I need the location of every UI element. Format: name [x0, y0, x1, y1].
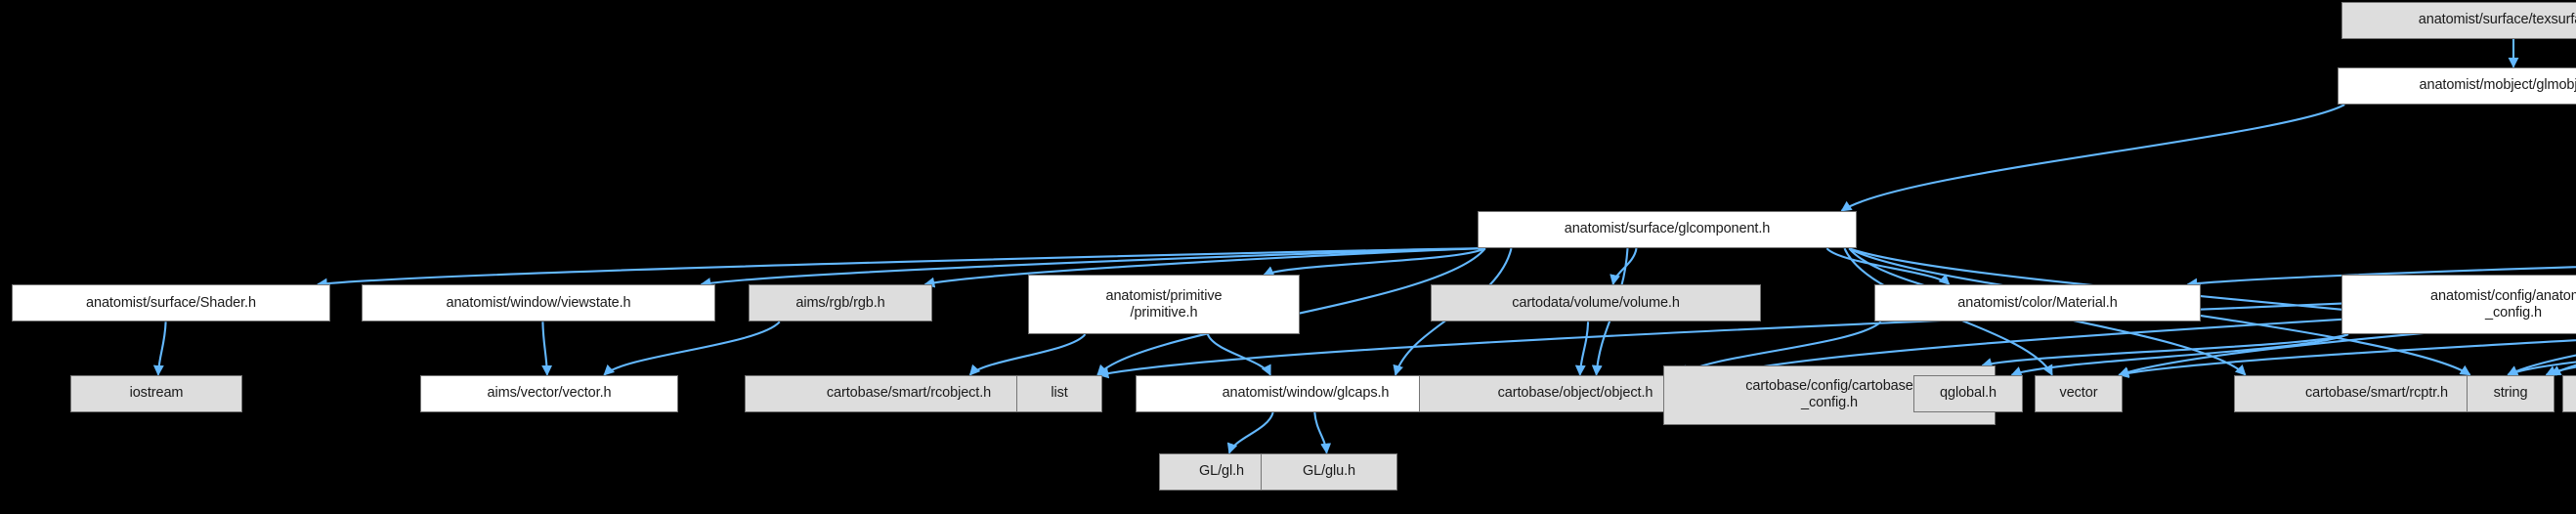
graph-node-label: anatomist/config/anatomist _config.h	[2430, 287, 2576, 321]
graph-node-label: vector	[2059, 385, 2098, 402]
graph-node-viewstate[interactable]: anatomist/window/viewstate.h	[362, 283, 715, 322]
graph-node-label: cartobase/smart/rcptr.h	[2305, 385, 2448, 402]
graph-node-primitive[interactable]: anatomist/primitive /primitive.h	[1028, 275, 1300, 335]
graph-node-label: GL/glu.h	[1302, 463, 1355, 480]
graph-node-volume[interactable]: cartodata/volume/volume.h	[1431, 283, 1761, 322]
graph-node-list[interactable]: list	[1016, 374, 1102, 413]
graph-node-qglobal[interactable]: qglobal.h	[1913, 374, 2023, 413]
graph-node-glmobject[interactable]: anatomist/mobject/glmobject.h	[2338, 66, 2576, 106]
graph-node-label: iostream	[129, 385, 184, 402]
graph-node-label: cartobase/config/cartobase _config.h	[1745, 378, 1913, 411]
graph-node-label: anatomist/mobject/glmobject.h	[2419, 77, 2576, 94]
graph-node-shader[interactable]: anatomist/surface/Shader.h	[12, 283, 330, 322]
graph-node-label: qglobal.h	[1940, 385, 1996, 402]
graph-node-label: cartobase/smart/rcobject.h	[826, 385, 992, 402]
graph-node-rgb[interactable]: aims/rgb/rgb.h	[749, 283, 932, 322]
graph-node-label: anatomist/primitive /primitive.h	[1105, 287, 1223, 321]
graph-node-iostream[interactable]: iostream	[70, 374, 242, 413]
graph-node-label: anatomist/surface/texsurface.h	[2418, 12, 2576, 28]
graph-node-glcomponent[interactable]: anatomist/surface/glcomponent.h	[1478, 210, 1857, 249]
graph-node-label: anatomist/surface/glcomponent.h	[1564, 221, 1771, 237]
graph-node-anatomist_config[interactable]: anatomist/config/anatomist _config.h	[2341, 275, 2576, 335]
graph-node-string[interactable]: string	[2467, 374, 2555, 413]
graph-node-label: anatomist/surface/Shader.h	[86, 294, 256, 311]
graph-node-label: aims/rgb/rgb.h	[795, 294, 885, 311]
graph-node-texsurface[interactable]: anatomist/surface/texsurface.h	[2341, 1, 2576, 39]
graph-node-label: string	[2493, 385, 2528, 402]
graph-node-label: anatomist/color/Material.h	[1957, 294, 2118, 311]
graph-node-label: cartobase/object/object.h	[1497, 385, 1653, 402]
graph-node-gluh[interactable]: GL/glu.h	[1261, 452, 1397, 491]
graph-node-vector[interactable]: vector	[2035, 374, 2123, 413]
graph-node-label: list	[1051, 385, 1068, 402]
graph-node-label: anatomist/window/viewstate.h	[446, 294, 631, 311]
graph-node-vectorvector[interactable]: aims/vector/vector.h	[420, 374, 678, 413]
graph-node-label: cartodata/volume/volume.h	[1512, 294, 1680, 311]
graph-node-label: anatomist/window/glcaps.h	[1222, 385, 1390, 402]
graph-node-label: aims/vector/vector.h	[487, 385, 612, 402]
graph-node-label: GL/gl.h	[1198, 463, 1245, 480]
graph-node-material[interactable]: anatomist/color/Material.h	[1874, 283, 2201, 322]
graph-node-sharedptr[interactable]: cartobase/smart/sharedptr.h	[2562, 374, 2576, 413]
